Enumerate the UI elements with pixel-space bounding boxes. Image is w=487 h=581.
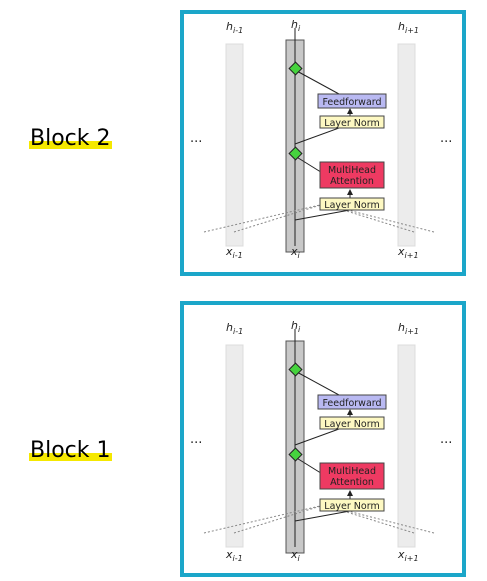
ellipsis-right: ...	[440, 131, 452, 146]
block-1-label: Block 1	[29, 438, 112, 464]
layer-norm-top-text: Layer Norm	[324, 118, 379, 129]
label-h-next: hi+1	[398, 20, 419, 35]
attention-dotted-lines	[203, 203, 435, 233]
ellipsis-left: ...	[190, 131, 202, 146]
layer-norm-bottom-box	[319, 197, 385, 211]
transformer-block-1-diagram: Feedforward Layer Norm MultiHead Attenti…	[190, 319, 452, 563]
ellipsis-left: ...	[190, 432, 202, 447]
label-x-next: xi+1	[397, 548, 419, 563]
column-right	[397, 344, 416, 548]
feedforward-text: Feedforward	[322, 398, 381, 409]
layer-norm-bottom-text: Layer Norm	[324, 200, 379, 211]
label-x-next: xi+1	[397, 245, 419, 260]
column-left	[225, 344, 244, 548]
label-x-prev: xi-1	[225, 548, 243, 563]
feedforward-box	[317, 394, 387, 410]
label-h-prev: hi-1	[226, 321, 243, 336]
label-h-next: hi+1	[398, 321, 419, 336]
label-h-cur: hi	[291, 319, 301, 334]
transformer-block-2-panel: Feedforward Layer Norm MultiHead Attenti…	[180, 10, 466, 276]
label-x-prev: xi-1	[225, 245, 243, 260]
label-x-cur: xi	[290, 548, 301, 563]
transformer-block-1-panel: Feedforward Layer Norm MultiHead Attenti…	[180, 301, 466, 577]
label-x-cur: xi	[290, 245, 301, 260]
residual-add-icon	[288, 362, 303, 377]
multihead-attention-box	[319, 161, 385, 189]
transformer-block-2-diagram: Feedforward Layer Norm MultiHead Attenti…	[190, 18, 452, 260]
layer-norm-top-box	[319, 416, 385, 430]
feedforward-box	[317, 93, 387, 109]
attention-text-line2: Attention	[330, 176, 374, 187]
residual-add-icon	[288, 61, 303, 76]
label-h-cur: hi	[291, 18, 301, 33]
ellipsis-right: ...	[440, 432, 452, 447]
residual-add-icon	[288, 146, 303, 161]
column-right	[397, 43, 416, 247]
block-2-label: Block 2	[29, 126, 112, 152]
attention-text-line1: MultiHead	[328, 466, 376, 477]
layer-norm-top-text: Layer Norm	[324, 419, 379, 430]
residual-add-icon	[288, 447, 303, 462]
layer-norm-bottom-box	[319, 498, 385, 512]
label-h-prev: hi-1	[226, 20, 243, 35]
layer-norm-bottom-text: Layer Norm	[324, 501, 379, 512]
attention-dotted-lines	[203, 504, 435, 534]
attention-text-line2: Attention	[330, 477, 374, 488]
attention-text-line1: MultiHead	[328, 165, 376, 176]
multihead-attention-box	[319, 462, 385, 490]
layer-norm-top-box	[319, 115, 385, 129]
column-left	[225, 43, 244, 247]
feedforward-text: Feedforward	[322, 97, 381, 108]
